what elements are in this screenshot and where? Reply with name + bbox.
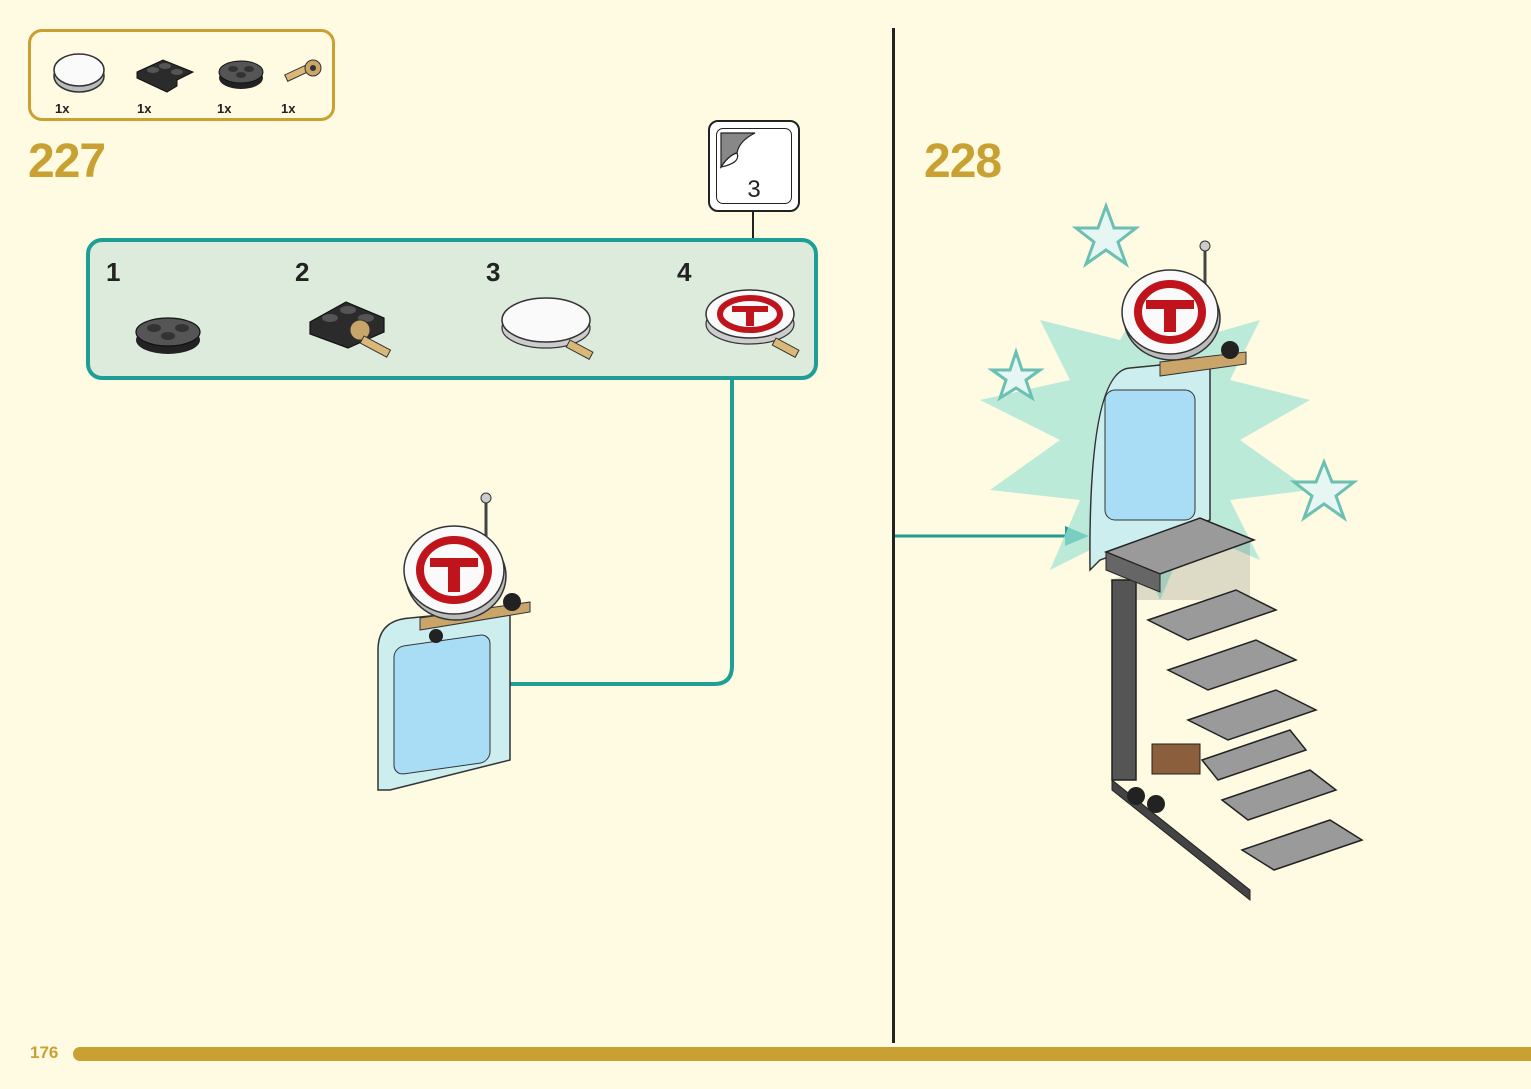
substep-number-2: 2 — [295, 257, 310, 287]
step-number-227: 227 — [28, 135, 106, 188]
tan-connector-icon — [284, 59, 322, 82]
sub-assembly-box: 1 2 3 4 — [86, 238, 818, 380]
substep-2-assembly-icon — [309, 301, 392, 358]
parts-item-round-tile: 1x — [51, 46, 111, 116]
part-qty: 1x — [55, 101, 70, 116]
page-number: 176 — [30, 1043, 59, 1062]
parts-item-l-plate: 1x — [133, 46, 195, 116]
step-number-228: 228 — [924, 135, 1002, 188]
substep-1-round-plate-icon — [135, 317, 201, 354]
footer-bar — [73, 1047, 1531, 1061]
page-divider — [892, 28, 895, 1043]
round-tile-white-icon — [53, 53, 105, 93]
page-reference-box: 3 — [708, 120, 800, 212]
substep-3-assembly-icon — [501, 297, 594, 360]
part-qty: 1x — [281, 101, 296, 116]
page-ref-frame — [716, 128, 792, 204]
substep-number-3: 3 — [486, 257, 501, 287]
l-plate-black-icon — [136, 59, 195, 93]
page-curl-icon — [719, 132, 756, 169]
page-ref-number: 3 — [747, 176, 761, 203]
part-qty: 1x — [217, 101, 232, 116]
substep-number-1: 1 — [106, 257, 121, 287]
step-227-model-illustration — [377, 492, 531, 791]
parts-item-tan-connector: 1x — [277, 46, 337, 116]
substep-4-assembly-icon — [705, 289, 800, 358]
round-plate-dark-icon — [218, 60, 264, 89]
substep-number-4: 4 — [677, 257, 692, 287]
parts-item-round-plate: 1x — [213, 46, 273, 116]
part-qty: 1x — [137, 101, 152, 116]
step-228-model-illustration — [980, 201, 1364, 902]
parts-list-box: 1x 1x 1x 1x — [28, 29, 335, 121]
